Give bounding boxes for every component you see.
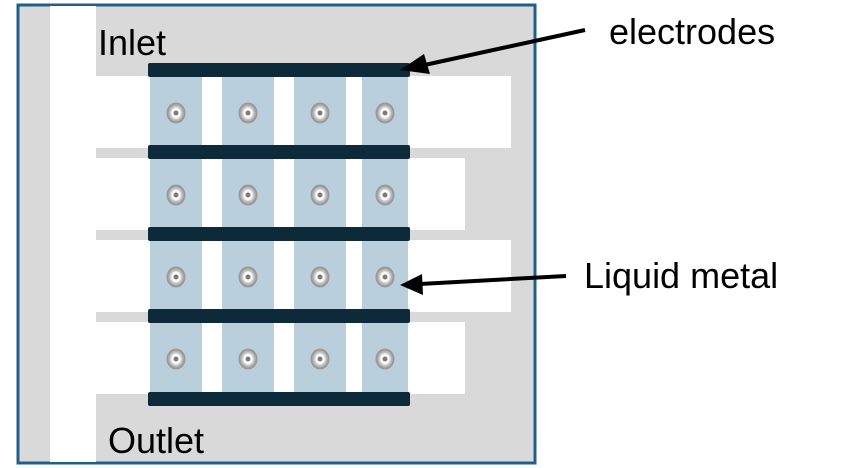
- droplet-core: [317, 274, 323, 280]
- droplet-core: [173, 356, 179, 362]
- outlet-label: Outlet: [108, 420, 205, 461]
- droplet-grid: [166, 102, 395, 370]
- droplet-core: [317, 356, 323, 362]
- electrode-bar: [148, 309, 410, 323]
- electrode-bars: [148, 63, 410, 406]
- liquid-metal-label: Liquid metal: [584, 255, 779, 296]
- droplet-core: [245, 110, 251, 116]
- droplet-core: [173, 110, 179, 116]
- electrode-bar: [148, 145, 410, 159]
- droplet-core: [317, 110, 323, 116]
- electrodes-label: electrodes: [609, 11, 776, 52]
- electrode-bar: [148, 63, 410, 77]
- electrodes-arrow: [419, 28, 586, 68]
- droplet-core: [382, 274, 388, 280]
- liquid-metal-arrow: [419, 274, 567, 286]
- liquid-metal-arrowhead: [400, 274, 423, 295]
- electrode-bar: [148, 392, 410, 406]
- droplet-core: [317, 192, 323, 198]
- droplet-core: [173, 192, 179, 198]
- inlet-label: Inlet: [98, 22, 167, 63]
- droplet-core: [245, 274, 251, 280]
- droplet-core: [245, 192, 251, 198]
- electrodes-arrowhead: [400, 54, 430, 74]
- droplet-core: [382, 110, 388, 116]
- droplet-core: [382, 192, 388, 198]
- droplet-core: [245, 356, 251, 362]
- droplet-core: [173, 274, 179, 280]
- droplet-core: [382, 356, 388, 362]
- electrode-bar: [148, 227, 410, 241]
